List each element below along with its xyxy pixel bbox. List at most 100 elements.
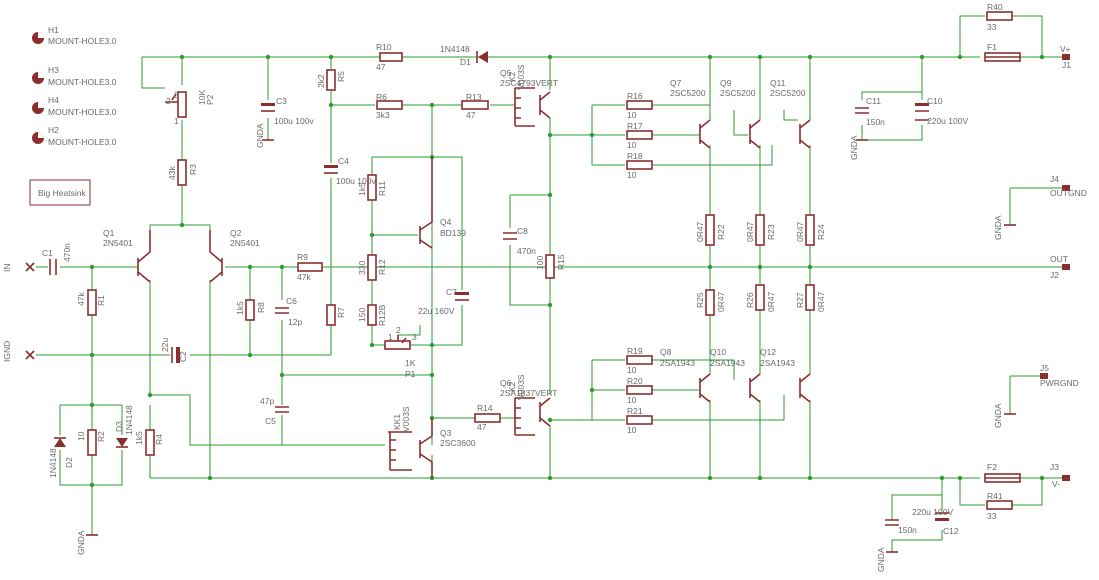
svg-text:PWRGND: PWRGND: [1040, 378, 1079, 388]
svg-text:22u: 22u: [160, 338, 170, 352]
ground-symbol: GNDA: [993, 215, 1016, 240]
svg-text:BD139: BD139: [440, 228, 466, 238]
svg-text:Q10: Q10: [710, 347, 726, 357]
svg-text:OUTGND: OUTGND: [1050, 188, 1087, 198]
svg-text:V003S: V003S: [516, 64, 526, 90]
svg-text:1k5: 1k5: [235, 301, 245, 315]
svg-text:OUT: OUT: [1050, 254, 1068, 264]
svg-text:GNDA: GNDA: [876, 547, 886, 572]
svg-text:C8: C8: [517, 226, 528, 236]
connector-j2: OUT J2: [1050, 254, 1070, 280]
svg-text:47k: 47k: [76, 292, 86, 306]
svg-text:47: 47: [376, 62, 386, 72]
svg-text:0R47: 0R47: [816, 291, 826, 312]
svg-text:J4: J4: [1050, 174, 1059, 184]
svg-text:IGND: IGND: [2, 341, 12, 362]
svg-text:C4: C4: [338, 156, 349, 166]
svg-text:C5: C5: [265, 416, 276, 426]
svg-text:3k3: 3k3: [376, 110, 390, 120]
svg-text:0R47: 0R47: [695, 221, 705, 242]
wire-junctions: [89, 54, 1045, 488]
svg-text:MOUNT-HOLE3.0: MOUNT-HOLE3.0: [48, 77, 117, 87]
svg-text:2SC5200: 2SC5200: [720, 88, 756, 98]
svg-text:47k: 47k: [297, 272, 311, 282]
svg-text:R25: R25: [695, 292, 705, 308]
svg-text:10: 10: [627, 365, 637, 375]
svg-text:1: 1: [388, 332, 393, 342]
svg-text:R27: R27: [795, 292, 805, 308]
svg-text:R19: R19: [627, 346, 643, 356]
svg-text:Q7: Q7: [670, 78, 682, 88]
svg-text:330: 330: [357, 261, 367, 275]
svg-text:MOUNT-HOLE3.0: MOUNT-HOLE3.0: [48, 36, 117, 46]
svg-text:R4: R4: [154, 434, 164, 445]
svg-text:R24: R24: [816, 224, 826, 240]
svg-text:47p: 47p: [260, 396, 274, 406]
ground-symbol: GNDA: [255, 123, 274, 148]
svg-text:Q4: Q4: [440, 217, 452, 227]
svg-text:1k5: 1k5: [357, 182, 367, 196]
svg-text:R8: R8: [256, 302, 266, 313]
svg-text:C6: C6: [286, 296, 297, 306]
ground-symbol: GNDA: [876, 547, 898, 572]
svg-text:K2: K2: [507, 71, 517, 82]
svg-text:R20: R20: [627, 376, 643, 386]
svg-text:MOUNT-HOLE3.0: MOUNT-HOLE3.0: [48, 137, 117, 147]
svg-text:D1: D1: [460, 57, 471, 67]
svg-text:J2: J2: [1050, 270, 1059, 280]
svg-text:V003S: V003S: [401, 406, 411, 432]
svg-text:1N4148: 1N4148: [440, 44, 470, 54]
svg-text:Q2: Q2: [230, 228, 242, 238]
svg-text:R15: R15: [556, 254, 566, 270]
svg-text:2SC3600: 2SC3600: [440, 438, 476, 448]
svg-text:100u 100v: 100u 100v: [274, 116, 314, 126]
svg-text:V003S: V003S: [516, 374, 526, 400]
svg-text:R2: R2: [96, 431, 106, 442]
svg-text:GNDA: GNDA: [76, 530, 86, 555]
connector-j1: V+J1: [1060, 44, 1071, 70]
svg-text:2SA1943: 2SA1943: [710, 358, 745, 368]
svg-text:1K: 1K: [405, 358, 416, 368]
svg-text:Q9: Q9: [720, 78, 732, 88]
svg-text:R18: R18: [627, 151, 643, 161]
svg-text:C7: C7: [446, 287, 457, 297]
svg-text:F1: F1: [987, 42, 997, 52]
svg-text:D3: D3: [114, 421, 124, 432]
svg-text:2SA1837VERT: 2SA1837VERT: [500, 388, 558, 398]
svg-text:2: 2: [396, 325, 401, 335]
svg-text:33: 33: [987, 22, 997, 32]
svg-text:R21: R21: [627, 406, 643, 416]
svg-text:GNDA: GNDA: [993, 403, 1003, 428]
svg-text:Q11: Q11: [770, 78, 786, 88]
svg-text:MOUNT-HOLE3.0: MOUNT-HOLE3.0: [48, 107, 117, 117]
svg-text:10: 10: [627, 425, 637, 435]
svg-text:2SA1943: 2SA1943: [660, 358, 695, 368]
svg-text:R13: R13: [466, 92, 482, 102]
svg-text:Big Heatsink: Big Heatsink: [38, 188, 86, 198]
svg-text:100: 100: [535, 256, 545, 270]
svg-text:R3: R3: [188, 164, 198, 175]
svg-text:220u 100V: 220u 100V: [912, 507, 953, 517]
